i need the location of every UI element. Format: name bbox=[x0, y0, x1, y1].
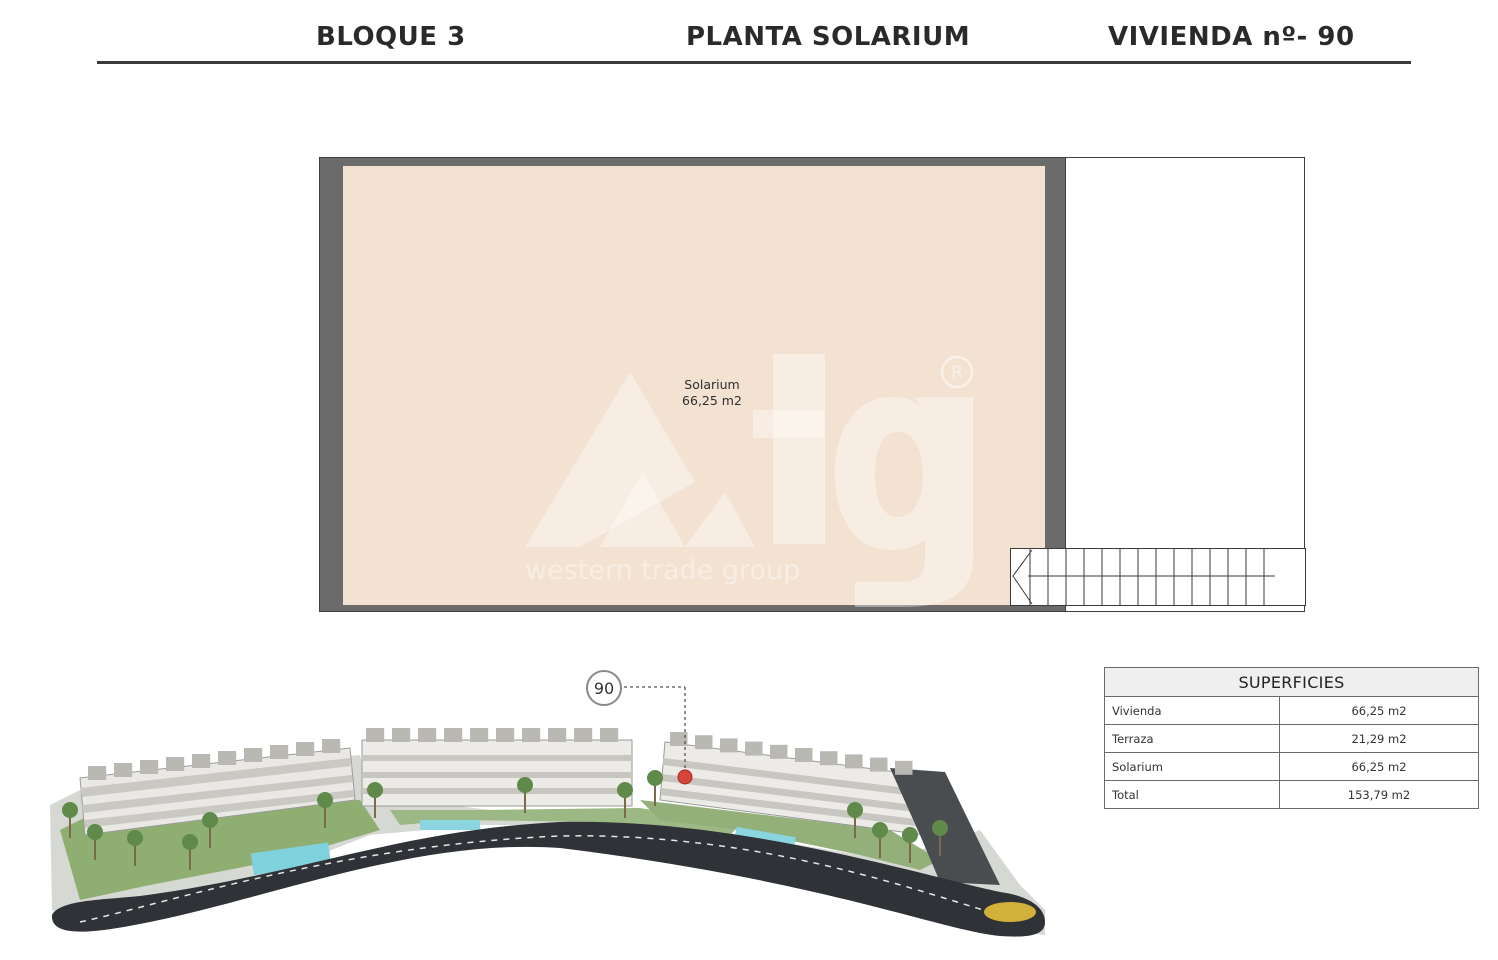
rooftop-unit bbox=[574, 728, 593, 742]
row-label: Solarium bbox=[1104, 752, 1280, 781]
aerial-render: 90 bbox=[50, 670, 1045, 937]
rooftop-unit bbox=[270, 745, 289, 759]
watermark-peak-mid bbox=[600, 472, 685, 547]
unit-marker-badge bbox=[586, 670, 622, 706]
rooftop-unit bbox=[795, 748, 813, 762]
palm-tree bbox=[847, 802, 863, 838]
rooftop-unit bbox=[845, 754, 863, 769]
rooftop-unit bbox=[522, 728, 541, 742]
floor-plan bbox=[319, 157, 1305, 612]
table-row: Terraza 21,29 m2 bbox=[1104, 724, 1479, 753]
rooftop-unit bbox=[548, 728, 567, 742]
staircase bbox=[1010, 548, 1306, 606]
row-label: Terraza bbox=[1104, 724, 1280, 753]
palm-tree bbox=[517, 777, 533, 813]
rooftop-unit bbox=[114, 763, 133, 777]
palm-tree bbox=[182, 834, 198, 870]
table-row: Vivienda 66,25 m2 bbox=[1104, 696, 1479, 725]
building-left bbox=[79, 747, 356, 836]
rooftop-unit bbox=[745, 741, 763, 756]
watermark-t-bar bbox=[753, 410, 825, 438]
watermark-logo: R western trade group bbox=[525, 354, 974, 607]
roundabout-center bbox=[984, 902, 1036, 922]
palm-tree bbox=[647, 770, 663, 806]
palm-tree bbox=[902, 827, 918, 863]
palm-tree bbox=[87, 824, 103, 860]
row-value: 66,25 m2 bbox=[1279, 752, 1479, 781]
palm-tree bbox=[367, 782, 383, 818]
palm-tree bbox=[872, 822, 888, 858]
unit-title: VIVIENDA nº- 90 bbox=[1108, 22, 1355, 52]
building-middle bbox=[361, 739, 633, 807]
watermark-registered-mark: R bbox=[951, 363, 963, 383]
row-value: 66,25 m2 bbox=[1279, 696, 1479, 725]
plan-side-area bbox=[1065, 157, 1305, 612]
rooftop-unit bbox=[296, 742, 315, 756]
table-row: Total 153,79 m2 bbox=[1104, 780, 1479, 809]
rooftop-unit bbox=[695, 735, 713, 750]
rooftop-unit bbox=[218, 751, 237, 765]
watermark-peak-small bbox=[685, 492, 755, 547]
row-label: Vivienda bbox=[1104, 696, 1280, 725]
rooftop-unit bbox=[88, 766, 107, 780]
rooftop-unit bbox=[720, 738, 738, 753]
stair-direction-arrow bbox=[1012, 549, 1033, 605]
rooftop-units bbox=[88, 728, 913, 780]
row-value: 153,79 m2 bbox=[1279, 780, 1479, 809]
superficies-table: SUPERFICIES Vivienda 66,25 m2 Terraza 21… bbox=[1104, 667, 1479, 809]
garden-mid bbox=[390, 808, 740, 835]
rooftop-unit bbox=[470, 728, 489, 742]
rooftop-unit bbox=[496, 728, 515, 742]
watermark-g bbox=[835, 397, 973, 607]
superficies-title: SUPERFICIES bbox=[1104, 667, 1479, 697]
rooftop-unit bbox=[166, 757, 185, 771]
palm-tree bbox=[127, 830, 143, 866]
room-name: Solarium bbox=[684, 377, 740, 392]
palm-tree bbox=[932, 820, 948, 856]
watermark-t-stem bbox=[773, 354, 825, 544]
access-road bbox=[51, 821, 1045, 937]
rooftop-unit bbox=[895, 760, 913, 775]
rooftop-unit bbox=[140, 760, 159, 774]
unit-location-dot bbox=[677, 769, 693, 785]
rooftop-unit bbox=[444, 728, 463, 742]
road-markings bbox=[79, 835, 1001, 923]
palm-tree bbox=[62, 802, 78, 838]
palm-tree bbox=[317, 792, 333, 828]
rooftop-unit bbox=[192, 754, 211, 768]
room-area: 66,25 m2 bbox=[682, 393, 742, 408]
row-value: 21,29 m2 bbox=[1279, 724, 1479, 753]
palm-tree bbox=[202, 812, 218, 848]
plan-title: PLANTA SOLARIUM bbox=[686, 22, 971, 52]
rooftop-unit bbox=[770, 744, 788, 759]
palm-tree bbox=[617, 782, 633, 818]
rooftop-unit bbox=[600, 728, 619, 742]
table-row: Solarium 66,25 m2 bbox=[1104, 752, 1479, 781]
rooftop-unit bbox=[322, 739, 341, 753]
rooftop-unit bbox=[418, 728, 437, 742]
garden-right bbox=[640, 800, 940, 870]
header-divider bbox=[97, 61, 1411, 64]
unit-marker-label: 90 bbox=[594, 679, 614, 698]
palm-trees bbox=[62, 770, 948, 870]
rooftop-unit bbox=[244, 748, 263, 762]
plan-wall bbox=[319, 157, 1066, 612]
rooftop-unit bbox=[870, 757, 888, 772]
row-label: Total bbox=[1104, 780, 1280, 809]
rooftop-unit bbox=[670, 732, 688, 746]
room-label: Solarium 66,25 m2 bbox=[660, 377, 764, 409]
rooftop-unit bbox=[366, 728, 385, 742]
watermark-caption: western trade group bbox=[525, 555, 800, 586]
solarium-floor bbox=[343, 166, 1045, 605]
block-title: BLOQUE 3 bbox=[316, 22, 466, 52]
watermark-registered-ring bbox=[940, 355, 974, 389]
watermark-peak-large bbox=[525, 372, 695, 547]
rooftop-unit bbox=[392, 728, 411, 742]
pool-mid bbox=[420, 820, 480, 830]
rooftop-unit bbox=[820, 751, 838, 766]
